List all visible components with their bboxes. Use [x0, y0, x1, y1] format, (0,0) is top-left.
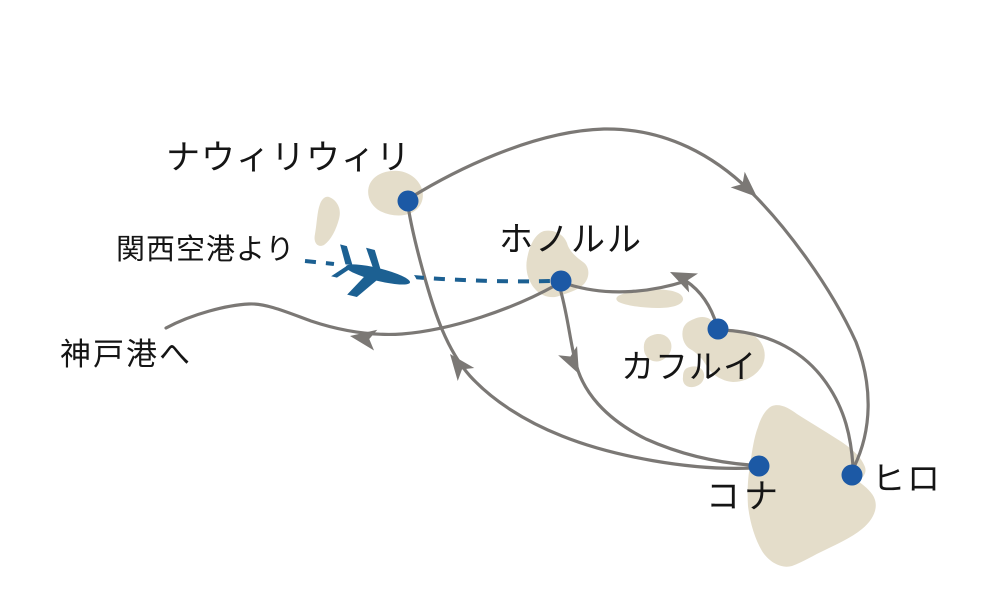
port-label-hilo: ヒロ [872, 459, 942, 498]
route-arrowhead-kahului-to-honolulu [670, 272, 699, 293]
route-honolulu-to-kona [559, 290, 752, 467]
port-label-honolulu: ホノルル [499, 220, 643, 260]
airplane-tailplane [331, 266, 350, 278]
airplane-wing-near [347, 269, 385, 298]
annotation-to-kobe-port: 神戸港へ [60, 337, 192, 373]
airplane-icon [331, 244, 418, 298]
island-molokai [616, 289, 684, 308]
route-arrowhead-honolulu-to-kobe [350, 329, 378, 351]
route-kona-to-nawiliwili [406, 204, 755, 470]
route-kahului-to-honolulu [565, 279, 719, 328]
port-marker-kona [748, 455, 770, 477]
route-hilo-to-kahului [720, 328, 855, 468]
airplane-wing-far [366, 247, 383, 275]
island-lanai [643, 333, 672, 362]
port-label-kona: コナ [706, 477, 782, 517]
port-marker-kahului [707, 318, 729, 340]
island-kahoolawe [682, 366, 705, 388]
island-niihau [314, 196, 340, 246]
port-marker-hilo [841, 464, 863, 486]
route-arrowhead-kona-to-nawiliwili [450, 354, 475, 381]
airplane-tail-fin [340, 244, 353, 266]
flight-dashed-line-0 [304, 259, 335, 266]
route-arrowhead-honolulu-to-kona [558, 346, 579, 374]
port-marker-nawiliwili [397, 190, 419, 212]
route-arrowhead-nawiliwili-to-hilo [730, 171, 757, 197]
port-label-kahului: カフルイ [621, 347, 757, 386]
port-marker-honolulu [550, 270, 572, 292]
island-hawaii [747, 405, 876, 567]
port-label-nawiliwili: ナウィリウィリ [166, 138, 411, 178]
route-honolulu-to-kobe [164, 283, 558, 336]
annotation-from-kansai-airport: 関西空港より [116, 232, 296, 266]
